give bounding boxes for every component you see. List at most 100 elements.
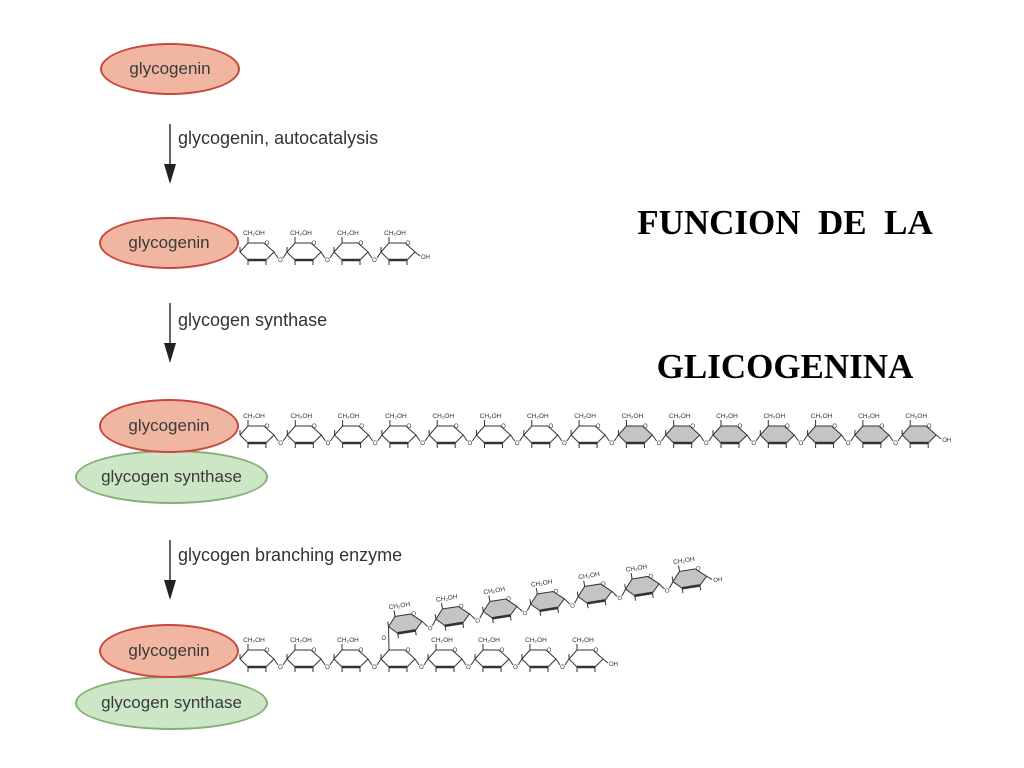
ring-oxygen-label: O xyxy=(265,424,270,430)
glycosidic-oxygen-label: O xyxy=(560,665,565,671)
glycogenin-protein: glycogenin xyxy=(99,399,239,453)
ch2oh-label: CH₂OH xyxy=(625,563,648,573)
ch2oh-label: CH₂OH xyxy=(858,413,880,420)
ring-oxygen-label: O xyxy=(453,648,458,654)
glycogenin-protein: glycogenin xyxy=(99,217,239,269)
glycosidic-oxygen-label: O xyxy=(373,441,378,447)
ring-oxygen-label: O xyxy=(547,648,552,654)
glucose-residue: O CH₂OH O xyxy=(333,413,383,448)
ring-oxygen-label: O xyxy=(596,424,601,430)
glycosidic-oxygen-label: O xyxy=(428,626,434,633)
ring-oxygen-label: O xyxy=(690,424,695,430)
ch2oh-label: CH₂OH xyxy=(763,413,785,420)
glycosidic-oxygen-label: O xyxy=(278,665,283,671)
glycosidic-oxygen-label: O xyxy=(468,441,473,447)
ring-oxygen-label: O xyxy=(594,648,599,654)
glycosidic-oxygen-label: O xyxy=(657,441,662,447)
glucose-chain-branch: OCH₂OHOOCH₂OHOOCH₂OHOOCH₂OHOOCH₂OHOOCH₂O… xyxy=(387,556,723,639)
glycogen-synthase-step-label: glycogen synthase xyxy=(178,310,328,330)
ch2oh-label: CH₂OH xyxy=(574,413,596,420)
ch2oh-label: CH₂OH xyxy=(811,413,833,420)
glycogenin-protein: glycogenin xyxy=(99,624,239,678)
ring-oxygen-label: O xyxy=(359,424,364,430)
ring-oxygen-label: O xyxy=(411,611,417,618)
glycosidic-oxygen-label: O xyxy=(522,611,528,618)
branching-enzyme-label: glycogen branching enzyme xyxy=(178,545,403,565)
glycosidic-oxygen-label: O xyxy=(420,441,425,447)
ring-oxygen-label: O xyxy=(880,424,885,430)
slide-title: FUNCION DE LA GLICOGENINA xyxy=(600,103,970,439)
glycosidic-oxygen-label: O xyxy=(609,441,614,447)
terminal-oh-label: OH xyxy=(609,662,618,668)
glycosidic-oxygen-label: O xyxy=(665,588,671,595)
ch2oh-label: CH₂OH xyxy=(243,637,265,644)
ch2oh-label: CH₂OH xyxy=(243,230,265,237)
ring-oxygen-label: O xyxy=(643,424,648,430)
ring-oxygen-label: O xyxy=(738,424,743,430)
glucose-residue: OOO xyxy=(380,626,429,672)
ch2oh-label: CH₂OH xyxy=(622,413,644,420)
ring-oxygen-label: O xyxy=(406,241,411,247)
ring-oxygen-label: O xyxy=(312,424,317,430)
ch2oh-label: CH₂OH xyxy=(483,586,506,596)
glycogenin-label: glycogenin xyxy=(128,641,210,660)
ch2oh-label: CH₂OH xyxy=(338,413,360,420)
ring-oxygen-label: O xyxy=(500,648,505,654)
glucose-chain-elongated: OCH₂OHOOCH₂OHOOCH₂OHOOCH₂OHOOCH₂OHOOCH₂O… xyxy=(239,413,951,448)
ch2oh-label: CH₂OH xyxy=(337,637,359,644)
ch2oh-label: CH₂OH xyxy=(525,637,547,644)
glycosidic-oxygen-label: O xyxy=(751,441,756,447)
glycosidic-oxygen-label: O xyxy=(326,441,331,447)
ch2oh-label: CH₂OH xyxy=(578,571,601,581)
glycosidic-oxygen-label: O xyxy=(325,665,330,671)
glycosidic-oxygen-label: O xyxy=(475,618,481,625)
terminal-oh-label: OH xyxy=(942,438,951,444)
ring-oxygen-label: O xyxy=(406,648,411,654)
glycosidic-oxygen-label: O xyxy=(570,603,576,610)
glycosidic-oxygen-label: O xyxy=(515,441,520,447)
glycosidic-oxygen-label: O xyxy=(893,441,898,447)
ch2oh-label: CH₂OH xyxy=(290,230,312,237)
ring-oxygen-label: O xyxy=(359,241,364,247)
ring-oxygen-label: O xyxy=(265,241,270,247)
glycogen-synthase-label: glycogen synthase xyxy=(101,693,242,712)
ring-oxygen-label: O xyxy=(785,424,790,430)
glycogenin-label: glycogenin xyxy=(128,416,210,435)
ch2oh-label: CH₂OH xyxy=(337,230,359,237)
arrow-down-icon xyxy=(164,540,176,600)
ch2oh-label: CH₂OH xyxy=(243,413,265,420)
new-glucose-residue: O CH₂OH O xyxy=(617,413,667,448)
glycosidic-oxygen-label: O xyxy=(278,258,283,264)
ch2oh-label: CH₂OH xyxy=(480,413,502,420)
title-line-1: FUNCION DE LA xyxy=(637,203,933,242)
ring-oxygen-label: O xyxy=(459,604,465,611)
ring-oxygen-label: O xyxy=(506,596,512,603)
glycosidic-oxygen-label: O xyxy=(466,665,471,671)
ch2oh-label: CH₂OH xyxy=(669,413,691,420)
ring-oxygen-label: O xyxy=(927,424,932,430)
terminal-oh-label: OH xyxy=(421,255,430,261)
ring-oxygen-label: O xyxy=(601,581,607,588)
ring-oxygen-label: O xyxy=(696,566,702,573)
